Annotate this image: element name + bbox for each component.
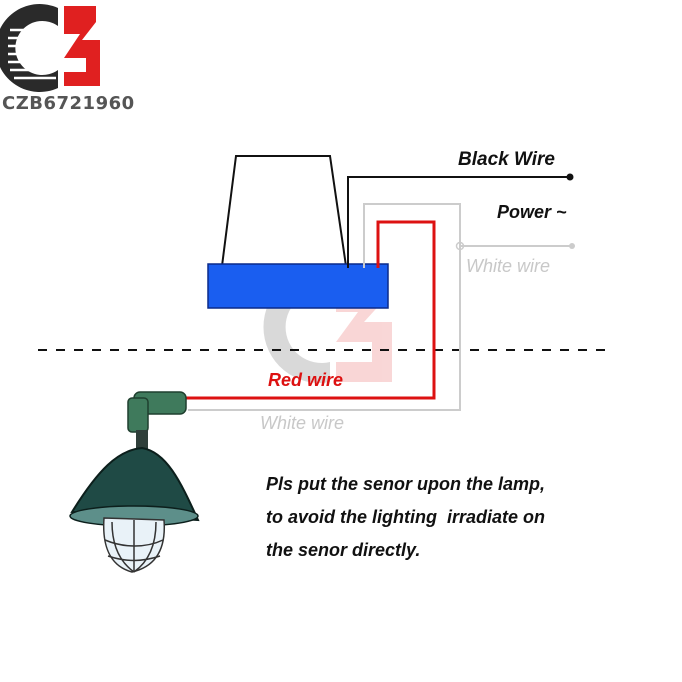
lamp-fixture: [69, 391, 200, 573]
lamp-shade: [70, 446, 200, 522]
power-label: Power ~: [497, 202, 567, 222]
white-wire-bottom-label: White wire: [260, 413, 345, 433]
red-wire: [186, 220, 436, 400]
white-wire-lower: [188, 246, 461, 411]
white-wire-top-label: White wire: [466, 256, 551, 276]
note-line-3: the senor directly.: [266, 540, 421, 560]
black-wire-terminal: [566, 173, 574, 181]
note-line-1: Pls put the senor upon the lamp,: [266, 474, 546, 494]
logo-stripes: [8, 28, 56, 80]
logo-z-shape: [64, 6, 100, 86]
logo-text: CZB6721960: [2, 93, 135, 114]
white-wire-terminal: [569, 243, 575, 249]
sensor-cap: [220, 155, 348, 267]
lamp-conduit-arm: [127, 397, 149, 433]
red-wire-label: Red wire: [268, 370, 344, 390]
white-wire-junction: [455, 241, 465, 251]
installation-note: Pls put the senor upon the lamp, to avoi…: [266, 468, 545, 567]
white-wire: [363, 203, 572, 268]
lamp-neck: [136, 430, 148, 452]
brand-logo: [0, 4, 100, 92]
black-wire: [347, 176, 570, 268]
note-line-2: to avoid the lighting irradiate on: [266, 507, 546, 527]
black-wire-label: Black Wire: [458, 149, 555, 170]
sensor-base: [207, 263, 389, 309]
lamp-cage: [104, 520, 164, 573]
